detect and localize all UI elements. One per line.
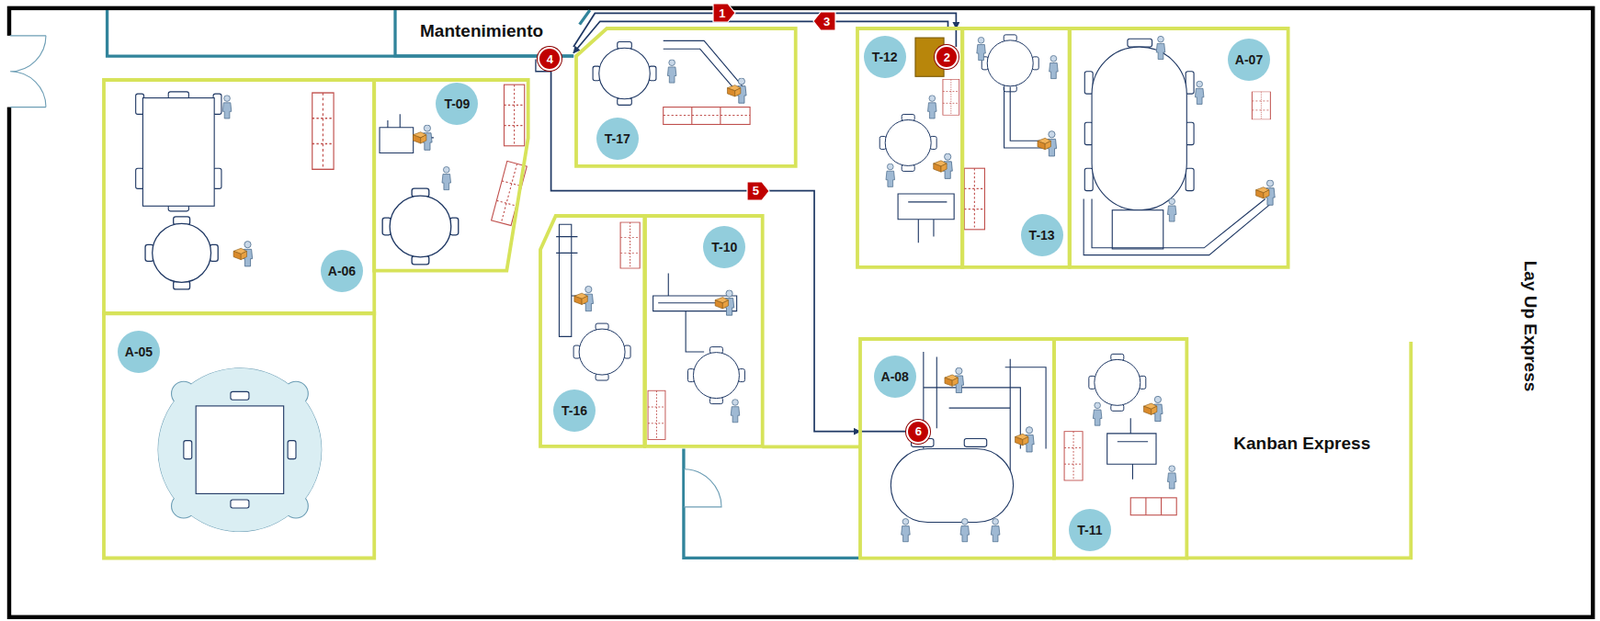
work-cell: A-06 <box>103 79 375 314</box>
callout-marker: 4 <box>537 46 562 71</box>
cell-id-badge: T-09 <box>435 82 478 125</box>
cell-border <box>860 339 1055 559</box>
cell-id: T-16 <box>561 403 588 419</box>
cell-id-badge: A-08 <box>873 355 917 398</box>
work-cell: T-13 <box>962 28 1070 268</box>
work-cell: A-05 <box>103 313 375 558</box>
cell-id-badge: A-05 <box>117 330 160 374</box>
step-number: 5 <box>752 183 760 198</box>
route-line <box>551 56 861 432</box>
cell-id-badge: T-12 <box>863 35 907 79</box>
cell-border <box>540 215 645 447</box>
step-marker: 1 <box>712 1 737 24</box>
work-cell: T-16 <box>540 215 645 447</box>
work-cell: T-11 <box>1054 339 1187 559</box>
cell-border <box>857 28 963 268</box>
callout-number: 6 <box>915 424 922 439</box>
step-number: 1 <box>718 6 726 21</box>
zone-area: Kanban Express <box>1186 341 1411 558</box>
cell-id-badge: A-06 <box>320 249 364 293</box>
cell-border <box>103 313 375 558</box>
work-cell: T-10 <box>645 215 763 447</box>
area-name: Mantenimiento <box>419 21 544 42</box>
cell-border <box>374 79 529 272</box>
cell-id: A-06 <box>328 263 356 279</box>
cell-id-badge: T-13 <box>1021 214 1064 257</box>
work-cell: T-17 <box>576 28 796 167</box>
step-number: 3 <box>823 14 830 29</box>
cell-id-badge: T-10 <box>703 226 746 269</box>
cell-border <box>962 28 1070 268</box>
cell-id: A-08 <box>881 369 909 385</box>
cell-border <box>1186 341 1411 558</box>
cell-id: T-17 <box>604 131 631 147</box>
cell-border <box>1054 339 1187 559</box>
cell-id: T-11 <box>1077 522 1102 538</box>
work-cell: T-09 <box>374 79 529 272</box>
step-marker: 5 <box>746 180 771 203</box>
callout-number: 2 <box>943 50 951 65</box>
cell-id-badge: T-16 <box>553 389 596 432</box>
cell-border <box>103 79 375 314</box>
cell-border <box>576 28 796 167</box>
cell-id: T-13 <box>1029 227 1056 243</box>
callout-number: 4 <box>546 52 554 67</box>
cell-id: T-09 <box>443 96 470 112</box>
callout-marker: 2 <box>934 45 959 69</box>
work-cell: A-07 <box>1069 28 1289 268</box>
callout-marker: 6 <box>906 419 931 444</box>
cell-id-badge: T-11 <box>1068 509 1112 552</box>
cell-border <box>1069 28 1289 268</box>
step-marker: 3 <box>812 10 837 33</box>
cell-border <box>645 215 763 447</box>
area-name: Kanban Express <box>1233 433 1371 454</box>
area-name: Lay Up Express <box>1520 260 1541 393</box>
work-cell: A-08 <box>860 339 1055 559</box>
cell-id-badge: T-17 <box>596 117 639 160</box>
cell-id: A-07 <box>1235 52 1263 68</box>
cell-id: A-05 <box>124 344 153 360</box>
cell-id-badge: A-07 <box>1227 38 1271 81</box>
cell-id: T-12 <box>872 49 898 65</box>
cell-id: T-10 <box>711 239 738 255</box>
